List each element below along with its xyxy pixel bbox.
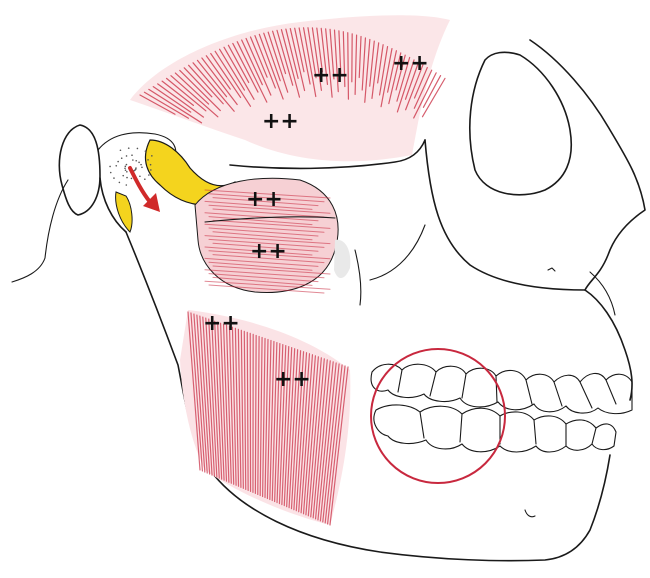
marker-masseter-deep: ++ [203,311,240,336]
temporalis-muscle [130,15,450,161]
marker-lateral-pterygoid-upper: ++ [246,187,283,212]
orbit-outline [470,52,571,195]
marker-temporalis-upper-right: ++ [392,51,429,76]
upper-teeth [371,364,632,413]
lower-teeth [374,405,616,452]
marker-masseter-superficial: ++ [274,367,311,392]
face-profile [530,40,645,290]
masseter-muscle [180,310,350,525]
marker-temporalis-lower: ++ [262,109,299,134]
marker-temporalis-middle: ++ [312,63,349,88]
ear-outline [59,125,100,215]
marker-lateral-pterygoid-lower: ++ [250,239,287,264]
highlight-circle-icon [371,349,505,483]
